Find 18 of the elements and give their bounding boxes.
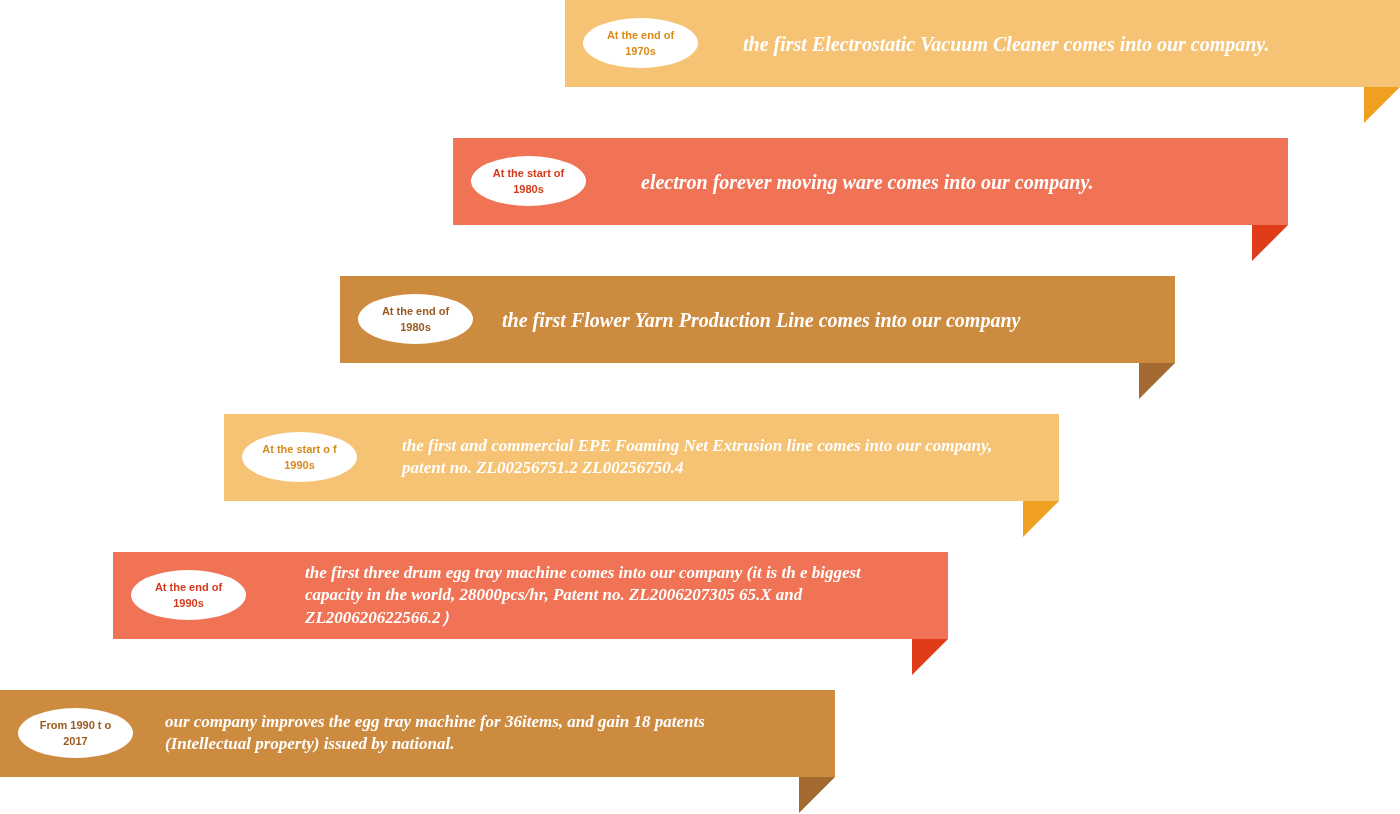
- event-text: our company improves the egg tray machine for 36items, and gain 18 patents (Intellectual property) issued by national.: [165, 710, 706, 756]
- event-text: the first and commercial EPE Foaming Net Extrusion line comes into our company, patent no. ZL00256751.2 ZL00256750.4: [402, 434, 994, 480]
- ribbon-banner: [113, 552, 948, 639]
- event-text: the first three drum egg tray machine comes into our company (it is th e biggest capacity in the world, 28000pcs/hr, Patent no. ZL2006207305 65.X and ZL200620622566.2）: [305, 561, 862, 629]
- ribbon-banner: [0, 690, 835, 777]
- ribbon-banner: [453, 138, 1288, 225]
- date-ellipse: At the end of 1970s: [583, 18, 698, 68]
- date-ellipse: At the end of 1990s: [131, 570, 246, 620]
- date-ellipse: At the start o f 1990s: [242, 432, 357, 482]
- ribbon-banner: [224, 414, 1059, 501]
- date-ellipse: At the start of 1980s: [471, 156, 586, 206]
- date-ellipse: At the end of 1980s: [358, 294, 473, 344]
- event-text: electron forever moving ware comes into our company.: [641, 169, 1095, 195]
- ribbon-banner: [565, 0, 1400, 87]
- date-ellipse: From 1990 t o 2017: [18, 708, 133, 758]
- event-text: the first Flower Yarn Production Line comes into our company: [502, 307, 1022, 333]
- ribbon-banner: [340, 276, 1175, 363]
- event-text: the first Electrostatic Vacuum Cleaner comes into our company.: [743, 31, 1271, 57]
